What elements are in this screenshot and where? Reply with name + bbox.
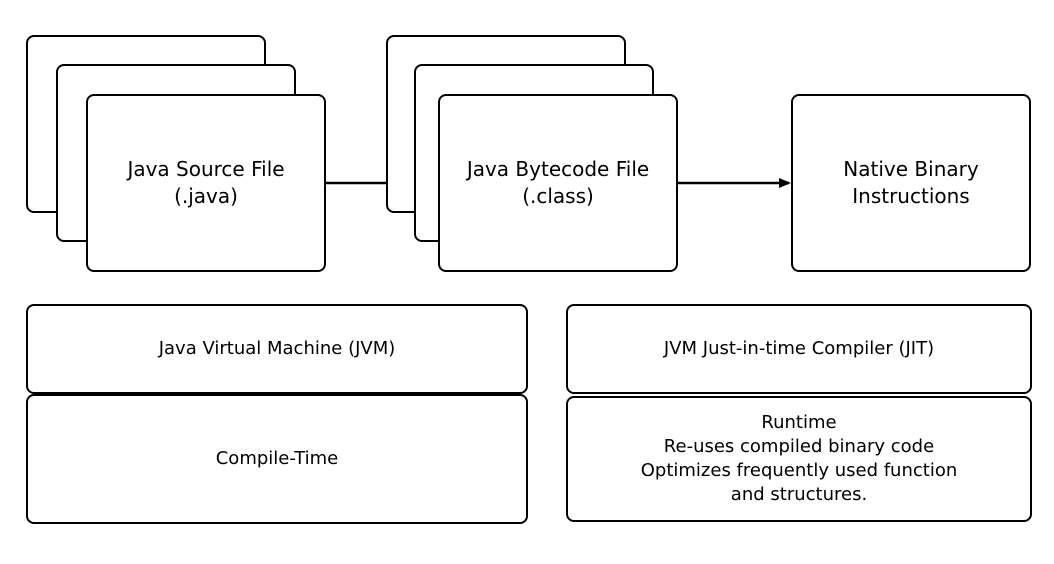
- runtime-line2: Optimizes frequently used function: [640, 460, 958, 481]
- bytecode-file-box: Java Bytecode File (.class): [438, 94, 678, 272]
- compile-time-label: Compile-Time: [215, 448, 339, 469]
- native-binary-box: Native Binary Instructions: [791, 94, 1031, 272]
- source-file-extension: (.java): [174, 184, 238, 208]
- native-binary-line2: Instructions: [852, 184, 970, 208]
- compile-time-box: Compile-Time: [26, 394, 528, 524]
- runtime-line3: and structures.: [730, 484, 868, 505]
- jvm-label: Java Virtual Machine (JVM): [158, 338, 396, 359]
- runtime-line1: Re-uses compiled binary code: [663, 436, 935, 457]
- source-file-title: Java Source File: [127, 157, 285, 181]
- jvm-box: Java Virtual Machine (JVM): [26, 304, 528, 394]
- bytecode-file-extension: (.class): [522, 184, 594, 208]
- bytecode-file-title: Java Bytecode File: [466, 157, 650, 181]
- jit-label: JVM Just-in-time Compiler (JIT): [663, 338, 935, 359]
- native-binary-line1: Native Binary: [843, 157, 979, 181]
- source-file-box: Java Source File (.java): [86, 94, 326, 272]
- runtime-box: Runtime Re-uses compiled binary code Opt…: [566, 396, 1032, 522]
- jit-box: JVM Just-in-time Compiler (JIT): [566, 304, 1032, 394]
- runtime-title: Runtime: [761, 412, 837, 433]
